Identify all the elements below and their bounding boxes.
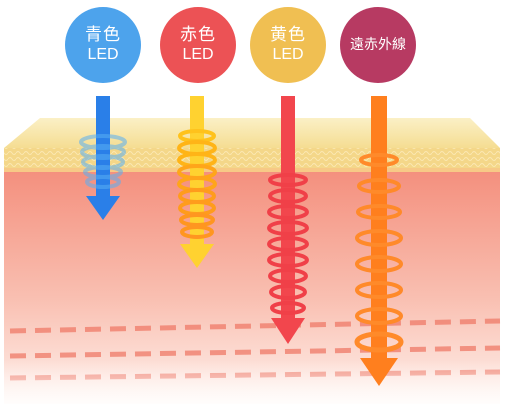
epidermis-layer xyxy=(4,148,500,170)
red-beam-shaft xyxy=(190,96,204,246)
red-light-beam xyxy=(177,96,217,268)
badge-blue-led-line2: LED xyxy=(87,46,119,63)
badge-yellow-led: 黄色 LED xyxy=(250,7,326,83)
badge-blue-led: 青色 LED xyxy=(65,7,141,83)
badge-yellow-led-line1: 黄色 xyxy=(270,25,306,45)
skin-surface xyxy=(4,118,500,148)
blue-beam-arrowhead xyxy=(86,196,120,220)
badge-blue-led-line1: 青色 xyxy=(85,25,121,45)
badge-red-led: 赤色 LED xyxy=(160,7,236,83)
blue-light-beam xyxy=(79,96,127,220)
yellow-light-beam xyxy=(267,96,309,344)
badge-far-infrared: 遠赤外線 xyxy=(340,7,416,83)
epidermis-border xyxy=(4,168,500,172)
depth-line-1 xyxy=(9,318,501,334)
far-infrared-beam xyxy=(354,96,404,386)
yellow-beam-arrowhead xyxy=(271,318,305,344)
badge-red-led-line1: 赤色 xyxy=(180,25,216,45)
badge-red-led-line2: LED xyxy=(182,46,214,63)
ir-beam-shaft xyxy=(371,96,387,360)
red-beam-arrowhead xyxy=(180,244,214,268)
yellow-beam-rings xyxy=(267,173,309,315)
ir-beam-arrowhead xyxy=(360,358,398,386)
bottom-fade xyxy=(0,360,510,404)
ir-beam-rings xyxy=(354,153,404,353)
blue-beam-rings xyxy=(79,134,127,189)
red-beam-rings xyxy=(177,129,217,239)
badge-far-infrared-line1: 遠赤外線 xyxy=(350,37,406,53)
depth-line-2 xyxy=(9,345,501,359)
badge-yellow-led-line2: LED xyxy=(272,46,304,63)
